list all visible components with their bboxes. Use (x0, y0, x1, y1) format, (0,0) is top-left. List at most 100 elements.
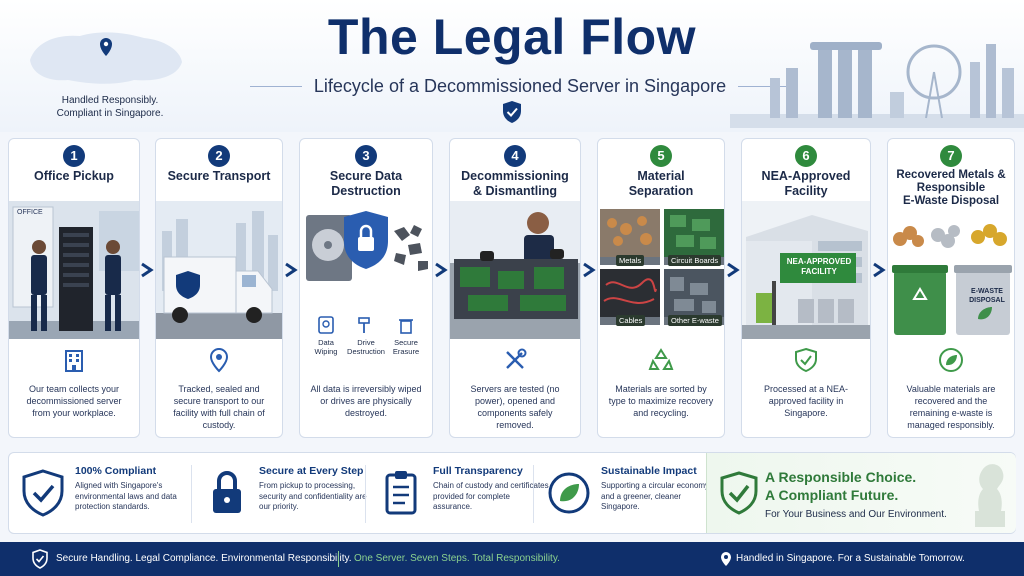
check-shield-icon (503, 101, 521, 123)
feature-description: Aligned with Singapore's environmental l… (75, 481, 177, 511)
leaf-icon (548, 472, 590, 514)
step-title: NEA-Approved Facility (746, 169, 866, 199)
check-shield-icon (32, 549, 48, 569)
tagline: Handled Responsibly. Compliant in Singap… (30, 94, 190, 120)
step-description: Servers are tested (no power), opened an… (470, 384, 560, 430)
hard-drive-destruction-illustration (300, 201, 432, 301)
choice-headline-1: A Responsible Choice. (765, 469, 917, 485)
step-title-line-1: NEA-Approved (761, 169, 851, 183)
check-shield-icon (720, 471, 758, 515)
tagline-line-2: Compliant in Singapore. (56, 108, 164, 119)
footer-right-text: Handled in Singapore. For a Sustainable … (736, 553, 965, 564)
step-description: Processed at a NEA-approved facility in … (763, 384, 849, 418)
truck-illustration (156, 201, 282, 339)
step-title-line-1: Decommissioning (461, 169, 569, 183)
step-number-badge: 6 (795, 145, 817, 167)
data-wiping-label: Data Wiping (306, 315, 346, 356)
feature-title: 100% Compliant (75, 465, 157, 477)
step-card-secure-transport: 2 Secure Transport Tracked, sealed and s… (155, 138, 283, 438)
chevron-right-icon (727, 262, 740, 278)
step-title-line-2: & Dismantling (472, 184, 558, 198)
building-icon (65, 350, 83, 372)
divider (338, 551, 339, 567)
step-card-office-pickup: 1 Office Pickup OFFICE Our team collects… (8, 138, 140, 438)
recycle-icon (648, 348, 674, 370)
step-number-badge: 3 (355, 145, 377, 167)
step-number-badge: 7 (940, 145, 962, 167)
step-title-line-2: Facility (784, 184, 828, 198)
step-title: Material Separation (602, 169, 720, 199)
facility-building-illustration (742, 201, 870, 339)
feature-title: Sustainable Impact (601, 465, 697, 477)
page-subtitle: Lifecycle of a Decommissioned Server in … (313, 75, 727, 96)
choice-subline: For Your Business and Our Environment. (765, 509, 947, 520)
location-pin-icon (209, 347, 229, 373)
chevron-right-icon (141, 262, 154, 278)
choice-headline-2: A Compliant Future. (765, 487, 899, 503)
benefits-band: 100% Compliant Aligned with Singapore's … (8, 452, 1016, 534)
nea-facility-sign: NEA-APPROVED FACILITY (786, 257, 852, 276)
recovered-metals-and-bins-illustration (888, 209, 1014, 341)
step-title-line-1: Material (637, 169, 685, 183)
drive-icon (318, 316, 334, 334)
footer-bar: Secure Handling. Legal Compliance. Envir… (0, 542, 1024, 576)
tagline-line-1: Handled Responsibly. (61, 95, 159, 106)
step-title-line-3: E-Waste Disposal (902, 195, 1000, 207)
feature-secure: Secure at Every Step From pickup to proc… (193, 463, 367, 525)
step-title-line-2: Responsible (916, 182, 986, 194)
leaf-icon (939, 348, 963, 372)
padlock-icon (213, 471, 241, 513)
drive-destruction-label: Drive Destruction (346, 315, 386, 356)
secure-erasure-label: Secure Erasure (386, 315, 426, 356)
office-sign: OFFICE (17, 209, 43, 216)
divider (365, 465, 366, 523)
step-title-line-1: Recovered Metals & (896, 169, 1006, 181)
feature-description: From pickup to processing, security and … (259, 481, 367, 511)
step-title: Office Pickup (34, 169, 114, 183)
feature-title: Secure at Every Step (259, 465, 364, 477)
step-card-material-separation: 5 Material Separation Metals Circuit Boa… (597, 138, 725, 438)
responsible-choice-panel: A Responsible Choice. A Compliant Future… (706, 453, 1016, 533)
trash-icon (399, 319, 413, 334)
check-shield-icon (22, 469, 64, 517)
page-title: The Legal Flow (327, 9, 697, 65)
step-card-data-destruction: 3 Secure Data Destruction Data Wiping Dr… (299, 138, 433, 438)
location-pin-icon (721, 552, 731, 566)
chevron-right-icon (435, 262, 448, 278)
bin-label-metals: Metals (616, 255, 645, 266)
chevron-right-icon (873, 262, 886, 278)
singapore-map-icon (30, 32, 182, 84)
feature-sustainable: Sustainable Impact Supporting a circular… (535, 463, 709, 525)
header: Handled Responsibly. Compliant in Singap… (0, 0, 1024, 132)
step-card-nea-facility: 6 NEA-Approved Facility NEA-APPROVED FAC… (741, 138, 871, 438)
feature-compliant: 100% Compliant Aligned with Singapore's … (9, 463, 189, 525)
step-title-line-2: Destruction (331, 184, 401, 198)
step-number-badge: 5 (650, 145, 672, 167)
subtitle-row: Lifecycle of a Decommissioned Server in … (250, 74, 791, 98)
divider (191, 465, 192, 523)
singapore-skyline-illustration (730, 42, 1024, 128)
tools-icon (506, 348, 527, 369)
divider (738, 85, 791, 87)
feature-transparency: Full Transparency Chain of custody and c… (367, 463, 549, 525)
footer-middle-text: One Server. Seven Steps. Total Responsib… (354, 553, 560, 564)
footer-left-text: Secure Handling. Legal Compliance. Envir… (56, 553, 352, 564)
step-description: All data is irreversibly wiped or drives… (310, 384, 422, 418)
step-title: Secure Transport (167, 169, 271, 183)
step-number-badge: 1 (63, 145, 85, 167)
step-description: Materials are sorted by type to maximize… (608, 384, 714, 418)
merlion-icon (975, 464, 1005, 527)
bin-label-circuit-boards: Circuit Boards (668, 255, 722, 266)
step-title: Decommissioning & Dismantling (454, 169, 576, 199)
hammer-icon (358, 317, 370, 333)
chevron-right-icon (583, 262, 596, 278)
step-card-recovered-metals: 7 Recovered Metals & Responsible E-Waste… (887, 138, 1015, 438)
divider (250, 85, 302, 87)
bin-label-other-ewaste: Other E-waste (668, 315, 722, 326)
feature-description: Supporting a circular economy and a gree… (601, 481, 710, 511)
step-title: Recovered Metals & Responsible E-Waste D… (892, 169, 1010, 208)
clipboard-icon (385, 471, 417, 515)
feature-title: Full Transparency (433, 465, 523, 477)
divider (533, 465, 534, 523)
step-title-line-1: Secure Data (329, 169, 403, 183)
